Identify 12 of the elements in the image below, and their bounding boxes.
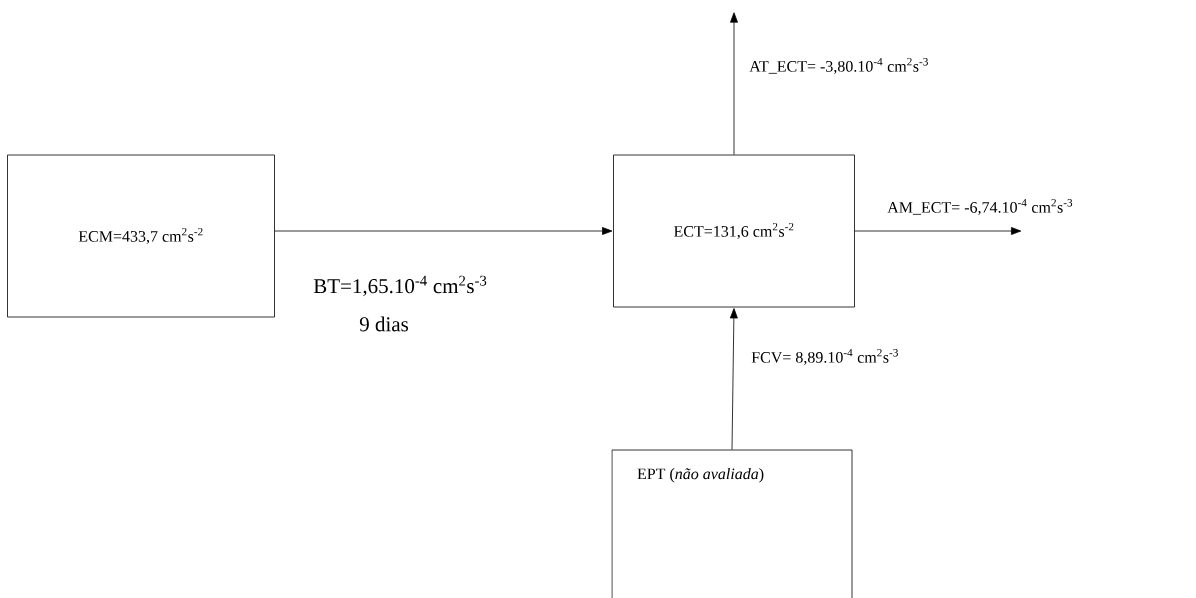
edge-label: BT=1,65.10$^{-4}$ cm$^{2}$s$^{-3}$ [313, 275, 487, 297]
arrow [729, 308, 738, 450]
edge-label: AT_ECT= -3,80.10$^{-4}$ cm$^{2}$s$^{-3}$ [749, 57, 928, 75]
arrow [274, 227, 613, 235]
edge-label: AM_ECT= -6,74.10$^{-4}$ cm$^{2}$s$^{-3}$ [887, 198, 1073, 216]
edge-label: FCV= 8,89.10$^{-4}$ cm$^{2}$s$^{-3}$ [751, 348, 898, 366]
duration-label: 9 dias [359, 316, 409, 332]
arrow [854, 227, 1022, 235]
process-box: ECT=131,6 cm$^{2}$s$^{-2}$ [613, 154, 855, 308]
arrow [730, 12, 738, 155]
process-box: ECM=433,7 cm$^{2}$s$^{-2}$ [7, 154, 275, 318]
process-box: EPT (não avaliada) [611, 449, 853, 598]
